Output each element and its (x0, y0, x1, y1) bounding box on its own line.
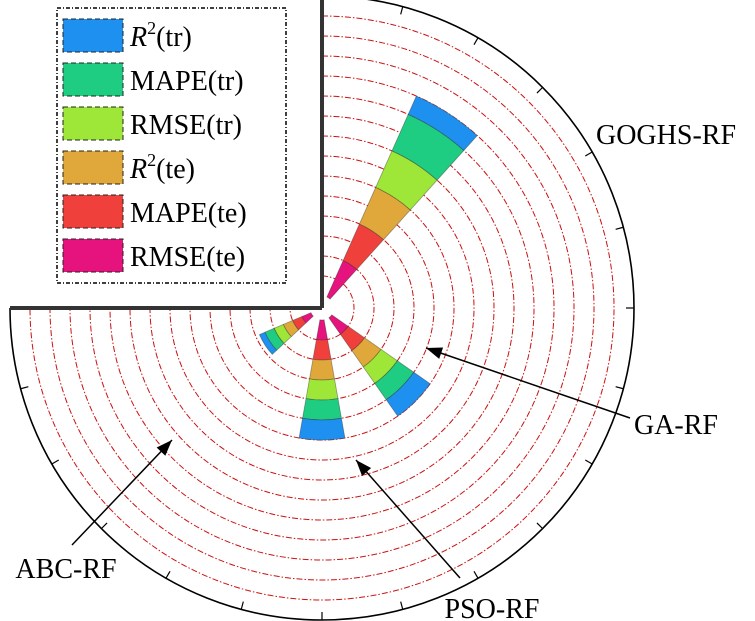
annotation-arrow (425, 347, 631, 419)
angle-tick (51, 459, 60, 465)
grid-ring (149, 135, 495, 481)
bar-segment (315, 319, 329, 341)
angle-tick (165, 570, 171, 579)
bar-segment (282, 319, 300, 338)
arrow-head (356, 460, 372, 476)
bar-segment (301, 312, 314, 324)
arrow-head (156, 440, 172, 456)
angle-tick (615, 226, 624, 230)
legend-swatch (62, 194, 124, 229)
bar-segment (362, 348, 398, 384)
bar-segment (273, 323, 292, 345)
bar-segment (312, 339, 332, 361)
bar-segment (264, 327, 285, 351)
grid-rings (29, 15, 615, 601)
legend-label: RMSE(tr) (130, 110, 242, 141)
bar-segment (328, 314, 349, 335)
bar-segment (258, 331, 278, 355)
grid-ring (49, 35, 595, 581)
category-label: GA-RF (634, 410, 718, 441)
grid-ring (169, 155, 475, 461)
angle-tick (400, 601, 404, 610)
category-label: GOGHS-RF (596, 120, 736, 151)
angle-tick (473, 570, 479, 579)
bar-segment (305, 378, 339, 401)
category-label: ABC-RF (15, 554, 116, 585)
annotations: GOGHS-RF GA-RF PSO-RF ABC-RF (15, 120, 736, 621)
grid-ring (69, 55, 575, 561)
bar-segment (342, 223, 385, 270)
bars (258, 95, 478, 441)
bar-segment (351, 337, 382, 368)
grid-ring (89, 75, 555, 541)
arrow-head (426, 347, 444, 359)
bar-segment (375, 150, 438, 211)
bar-segment (309, 358, 335, 381)
bar-segment (358, 186, 411, 241)
angle-tick (240, 601, 244, 610)
legend-label: R2(tr) (129, 18, 192, 53)
angle-tick (536, 86, 544, 94)
legend: R2(tr) MAPE(tr) RMSE(tr) R2(te) MAPE(te) RMSE… (56, 7, 287, 284)
angle-tick (584, 151, 593, 157)
bar-segment (326, 259, 358, 300)
bar-segment (385, 371, 431, 417)
legend-swatch (62, 18, 124, 53)
legend-swatch (62, 62, 124, 97)
legend-label: MAPE(tr) (130, 66, 244, 97)
bar-segment (298, 417, 346, 441)
angle-tick (400, 6, 404, 15)
grid-ring (129, 115, 515, 501)
legend-swatch (62, 106, 124, 141)
grid-ring (29, 15, 615, 601)
annotation-arrow (355, 459, 461, 579)
bar-segment (292, 316, 307, 331)
angle-tick (536, 522, 544, 530)
angle-tick (100, 522, 108, 530)
angle-tick (20, 386, 29, 390)
angle-tick (473, 37, 479, 46)
bar-segment (339, 325, 366, 352)
category-label: PSO-RF (445, 594, 540, 621)
legend-box (56, 7, 287, 284)
legend-swatch (62, 150, 124, 185)
annotation-arrow (71, 439, 173, 546)
bar-segment (374, 360, 415, 401)
legend-swatch (62, 238, 124, 273)
angle-tick (615, 386, 624, 390)
angle-tick (584, 459, 593, 465)
bar-segment (391, 113, 465, 181)
bar-segment (407, 95, 478, 152)
bar-segment (302, 398, 342, 421)
legend-label: MAPE(te) (130, 198, 247, 229)
legend-label: R2(te) (129, 150, 195, 185)
legend-label: RMSE(te) (130, 242, 245, 273)
